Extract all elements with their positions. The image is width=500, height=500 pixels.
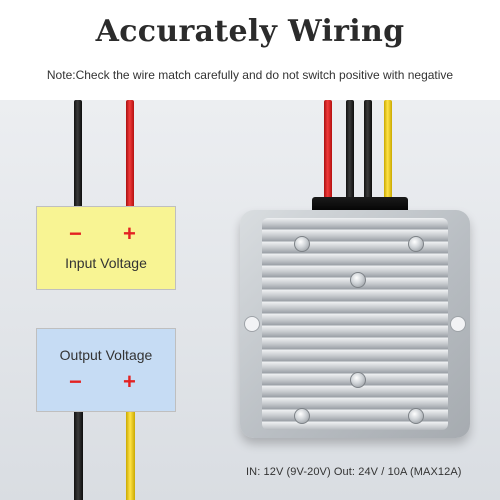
screw-icon (408, 408, 424, 424)
output-minus-sign: − (69, 369, 82, 394)
screw-icon (408, 236, 424, 252)
output-plus-sign: + (123, 369, 136, 394)
input-voltage-box: − + Input Voltage (36, 206, 176, 290)
screw-icon (294, 408, 310, 424)
screw-icon (350, 372, 366, 388)
input-negative-wire (74, 100, 82, 208)
device-red-wire (324, 100, 332, 200)
output-negative-wire (74, 410, 83, 500)
page-title: Accurately Wiring (95, 14, 405, 49)
input-positive-wire (126, 100, 134, 208)
output-positive-wire (126, 410, 135, 500)
wiring-note: Note:Check the wire match carefully and … (46, 68, 454, 82)
mounting-hole-icon (244, 316, 260, 332)
mounting-hole-icon (450, 316, 466, 332)
screw-icon (350, 272, 366, 288)
spec-text: IN: 12V (9V-20V) Out: 24V / 10A (MAX12A) (246, 466, 462, 478)
screw-icon (294, 236, 310, 252)
product-photo: − + Input Voltage Output Voltage − + (0, 100, 500, 500)
input-minus-sign: − (69, 221, 82, 246)
output-voltage-box: Output Voltage − + (36, 328, 176, 412)
heatsink-fins (262, 218, 448, 430)
input-voltage-label: Input Voltage (65, 255, 147, 271)
header: Accurately Wiring Note:Check the wire ma… (0, 0, 500, 100)
device-black-wire-2 (364, 100, 372, 200)
dc-converter-device-icon (240, 210, 470, 438)
device-yellow-wire (384, 100, 392, 200)
output-voltage-label: Output Voltage (59, 347, 153, 363)
input-plus-sign: + (123, 221, 136, 246)
device-black-wire-1 (346, 100, 354, 200)
